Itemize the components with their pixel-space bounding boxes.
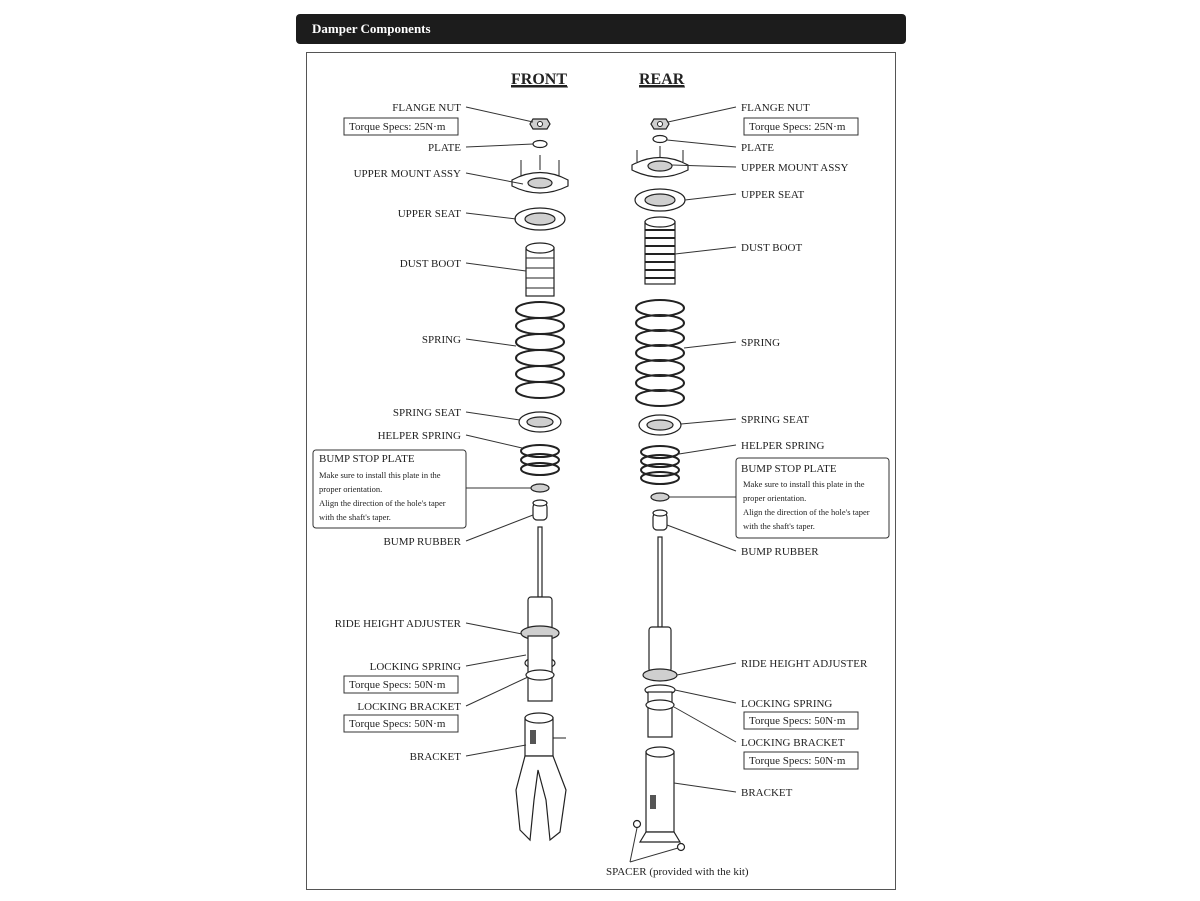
front-bump-note-4: with the shaft's taper. [319,512,391,522]
rear-assembly [631,118,689,852]
front-label-spring: SPRING [422,334,461,346]
rear-label-bump-stop-plate: BUMP STOP PLATE [741,463,837,475]
rear-label-ride-height: RIDE HEIGHT ADJUSTER [741,658,868,670]
rear-bump-note-2: proper orientation. [743,493,806,503]
front-label-ride-height: RIDE HEIGHT ADJUSTER [335,618,462,630]
rear-torque-locking-spring-box [743,711,859,730]
rear-torque-flange-box [743,117,859,136]
front-spring-seat-part [518,411,562,433]
rear-bump-note-4: with the shaft's taper. [743,521,815,531]
front-bump-stop-plate-part [530,483,550,493]
rear-bump-stop-plate-part [650,492,670,502]
rear-bump-note-3: Align the direction of the hole's taper [743,507,870,517]
section-title: Damper Components [312,21,431,36]
front-label-flange-nut: FLANGE NUT [392,102,461,114]
front-bump-stop-box [312,449,467,529]
front-assembly [511,118,569,842]
rear-label-spacer: SPACER (provided with the kit) [606,866,749,878]
rear-damper-body-part [642,626,678,738]
rear-label-upper-seat: UPPER SEAT [741,189,805,201]
front-torque-flange: Torque Specs: 25N·m [349,121,446,133]
section-header-bar: Damper Components [296,14,906,44]
front-labels: FLANGE NUT Torque Specs: 25N·m PLATE UPP… [312,102,534,763]
front-torque-locking-bracket-box [343,714,459,733]
front-spring-part [515,301,565,399]
front-bump-note-2: proper orientation. [319,484,382,494]
diagram-frame [306,52,896,890]
rear-bracket-part [632,746,686,852]
front-flange-nut-part [529,118,551,130]
front-label-bump-rubber: BUMP RUBBER [383,536,461,548]
front-label-locking-spring: LOCKING SPRING [370,661,461,673]
rear-shaft-part [657,536,663,628]
rear-upper-mount-part [631,146,689,178]
rear-labels: FLANGE NUT Torque Specs: 25N·m PLATE UPP… [606,102,890,878]
front-label-dust-boot: DUST BOOT [400,258,462,270]
front-dust-boot-part [525,242,555,297]
rear-label-bracket: BRACKET [741,787,793,799]
rear-spring-part [635,299,685,407]
front-label-bracket: BRACKET [410,751,462,763]
front-heading: FRONT [511,71,567,88]
front-bracket-part [515,712,567,842]
rear-helper-spring-part [640,445,680,485]
front-label-spring-seat: SPRING SEAT [393,407,461,419]
front-torque-flange-box [343,117,459,136]
rear-flange-nut-part [650,118,670,130]
rear-torque-locking-spring: Torque Specs: 50N·m [749,715,846,727]
front-bump-note-3: Align the direction of the hole's taper [319,498,446,508]
rear-label-helper-spring: HELPER SPRING [741,440,824,452]
front-torque-locking-bracket: Torque Specs: 50N·m [349,718,446,730]
rear-label-plate: PLATE [741,142,774,154]
front-upper-mount-part [511,155,569,194]
front-torque-locking-spring-box [343,675,459,694]
front-shaft-part [537,526,543,598]
rear-label-locking-spring: LOCKING SPRING [741,698,832,710]
front-label-upper-seat: UPPER SEAT [398,208,462,220]
rear-heading: REAR [639,71,685,88]
rear-label-spring: SPRING [741,337,780,349]
front-label-upper-mount: UPPER MOUNT ASSY [354,168,461,180]
rear-label-spring-seat: SPRING SEAT [741,414,809,426]
rear-plate-part [652,134,668,144]
front-label-plate: PLATE [428,142,461,154]
rear-upper-seat-part [634,188,686,212]
rear-label-bump-rubber: BUMP RUBBER [741,546,819,558]
rear-spring-seat-part [638,414,682,436]
front-torque-locking-spring: Torque Specs: 50N·m [349,679,446,691]
rear-label-flange-nut: FLANGE NUT [741,102,810,114]
front-helper-spring-part [520,444,560,476]
rear-torque-locking-bracket: Torque Specs: 50N·m [749,755,846,767]
rear-label-dust-boot: DUST BOOT [741,242,803,254]
front-bump-note-1: Make sure to install this plate in the [319,470,441,480]
rear-bump-note-1: Make sure to install this plate in the [743,479,865,489]
rear-torque-locking-bracket-box [743,751,859,770]
front-bump-rubber-part [532,499,548,521]
rear-label-locking-bracket: LOCKING BRACKET [741,737,845,749]
rear-bump-rubber-part [652,509,668,531]
rear-bump-stop-box [735,457,890,539]
rear-torque-flange: Torque Specs: 25N·m [749,121,846,133]
front-label-bump-stop-plate: BUMP STOP PLATE [319,453,415,465]
front-label-helper-spring: HELPER SPRING [378,430,461,442]
front-plate-part [532,139,548,149]
rear-spacer-right-part [676,842,686,852]
front-label-locking-bracket: LOCKING BRACKET [357,701,461,713]
rear-spacer-left-part [632,819,642,829]
rear-dust-boot-part [644,216,676,285]
front-damper-body-part [520,596,560,702]
front-upper-seat-part [514,207,566,231]
rear-label-upper-mount: UPPER MOUNT ASSY [741,162,848,174]
